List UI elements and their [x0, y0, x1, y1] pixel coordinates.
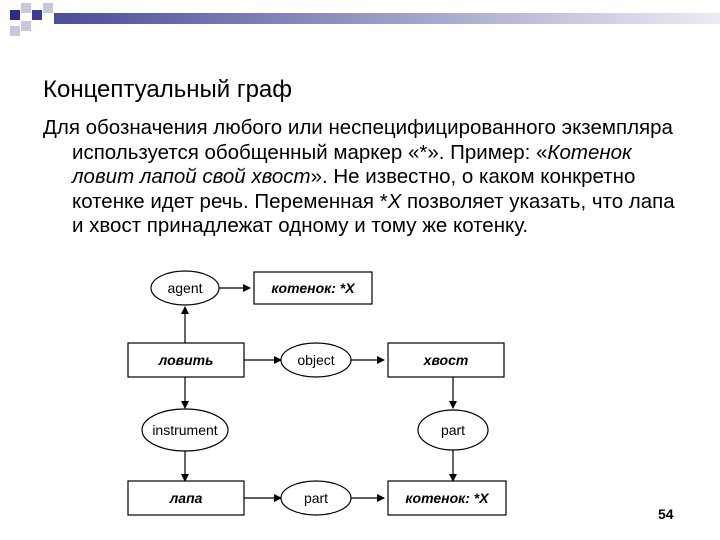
relation-instrument: [141, 408, 229, 452]
paragraph-text: позволяет указать, что лапа и хвост прин…: [72, 189, 675, 238]
paragraph-text: ». Не известно, о каком конкретно котенк…: [72, 165, 636, 213]
conceptual-graph-diagram: agent object instrument part part котено…: [127, 270, 507, 516]
deco-square: [21, 3, 31, 13]
concept-tail-label: хвост: [423, 352, 469, 368]
relation-object-label: object: [297, 352, 334, 368]
deco-square: [10, 26, 20, 36]
deco-square: [43, 3, 53, 13]
concept-catch-label: ловить: [158, 352, 214, 368]
concept-catch: [127, 342, 245, 378]
relation-agent: [150, 270, 220, 306]
concept-kitten-agent: [253, 271, 373, 305]
concept-tail: [387, 342, 505, 378]
relation-instrument-label: instrument: [152, 422, 217, 438]
header-gradient-bar: [54, 13, 720, 24]
variable-name: X: [387, 189, 402, 213]
page-number: 54: [658, 506, 674, 522]
concept-kitten-part: [387, 480, 507, 516]
slide-title: Концептуальный граф: [43, 76, 293, 103]
deco-square: [10, 10, 20, 20]
deco-square: [21, 21, 31, 31]
relation-part-tail-label: part: [441, 422, 465, 438]
concept-kitten-part-label: котенок: *X: [405, 490, 490, 506]
relation-part-paw-label: part: [304, 490, 328, 506]
header-decoration: [10, 3, 720, 36]
deco-square: [32, 10, 42, 20]
relation-object: [280, 342, 352, 378]
concept-paw-label: лапа: [169, 490, 203, 506]
slide-paragraph: Для обозначения любого или неспецифициро…: [43, 116, 683, 239]
paragraph-text: Для обозначения любого или неспецифициро…: [43, 116, 673, 164]
relation-agent-label: agent: [167, 280, 202, 296]
concept-paw: [127, 480, 245, 516]
concept-kitten-agent-label: котенок: *X: [271, 280, 356, 296]
relation-part-tail: [417, 409, 489, 451]
example-phrase: Котенок ловит лапой свой хвост: [72, 140, 632, 189]
relation-part-paw: [280, 480, 352, 516]
